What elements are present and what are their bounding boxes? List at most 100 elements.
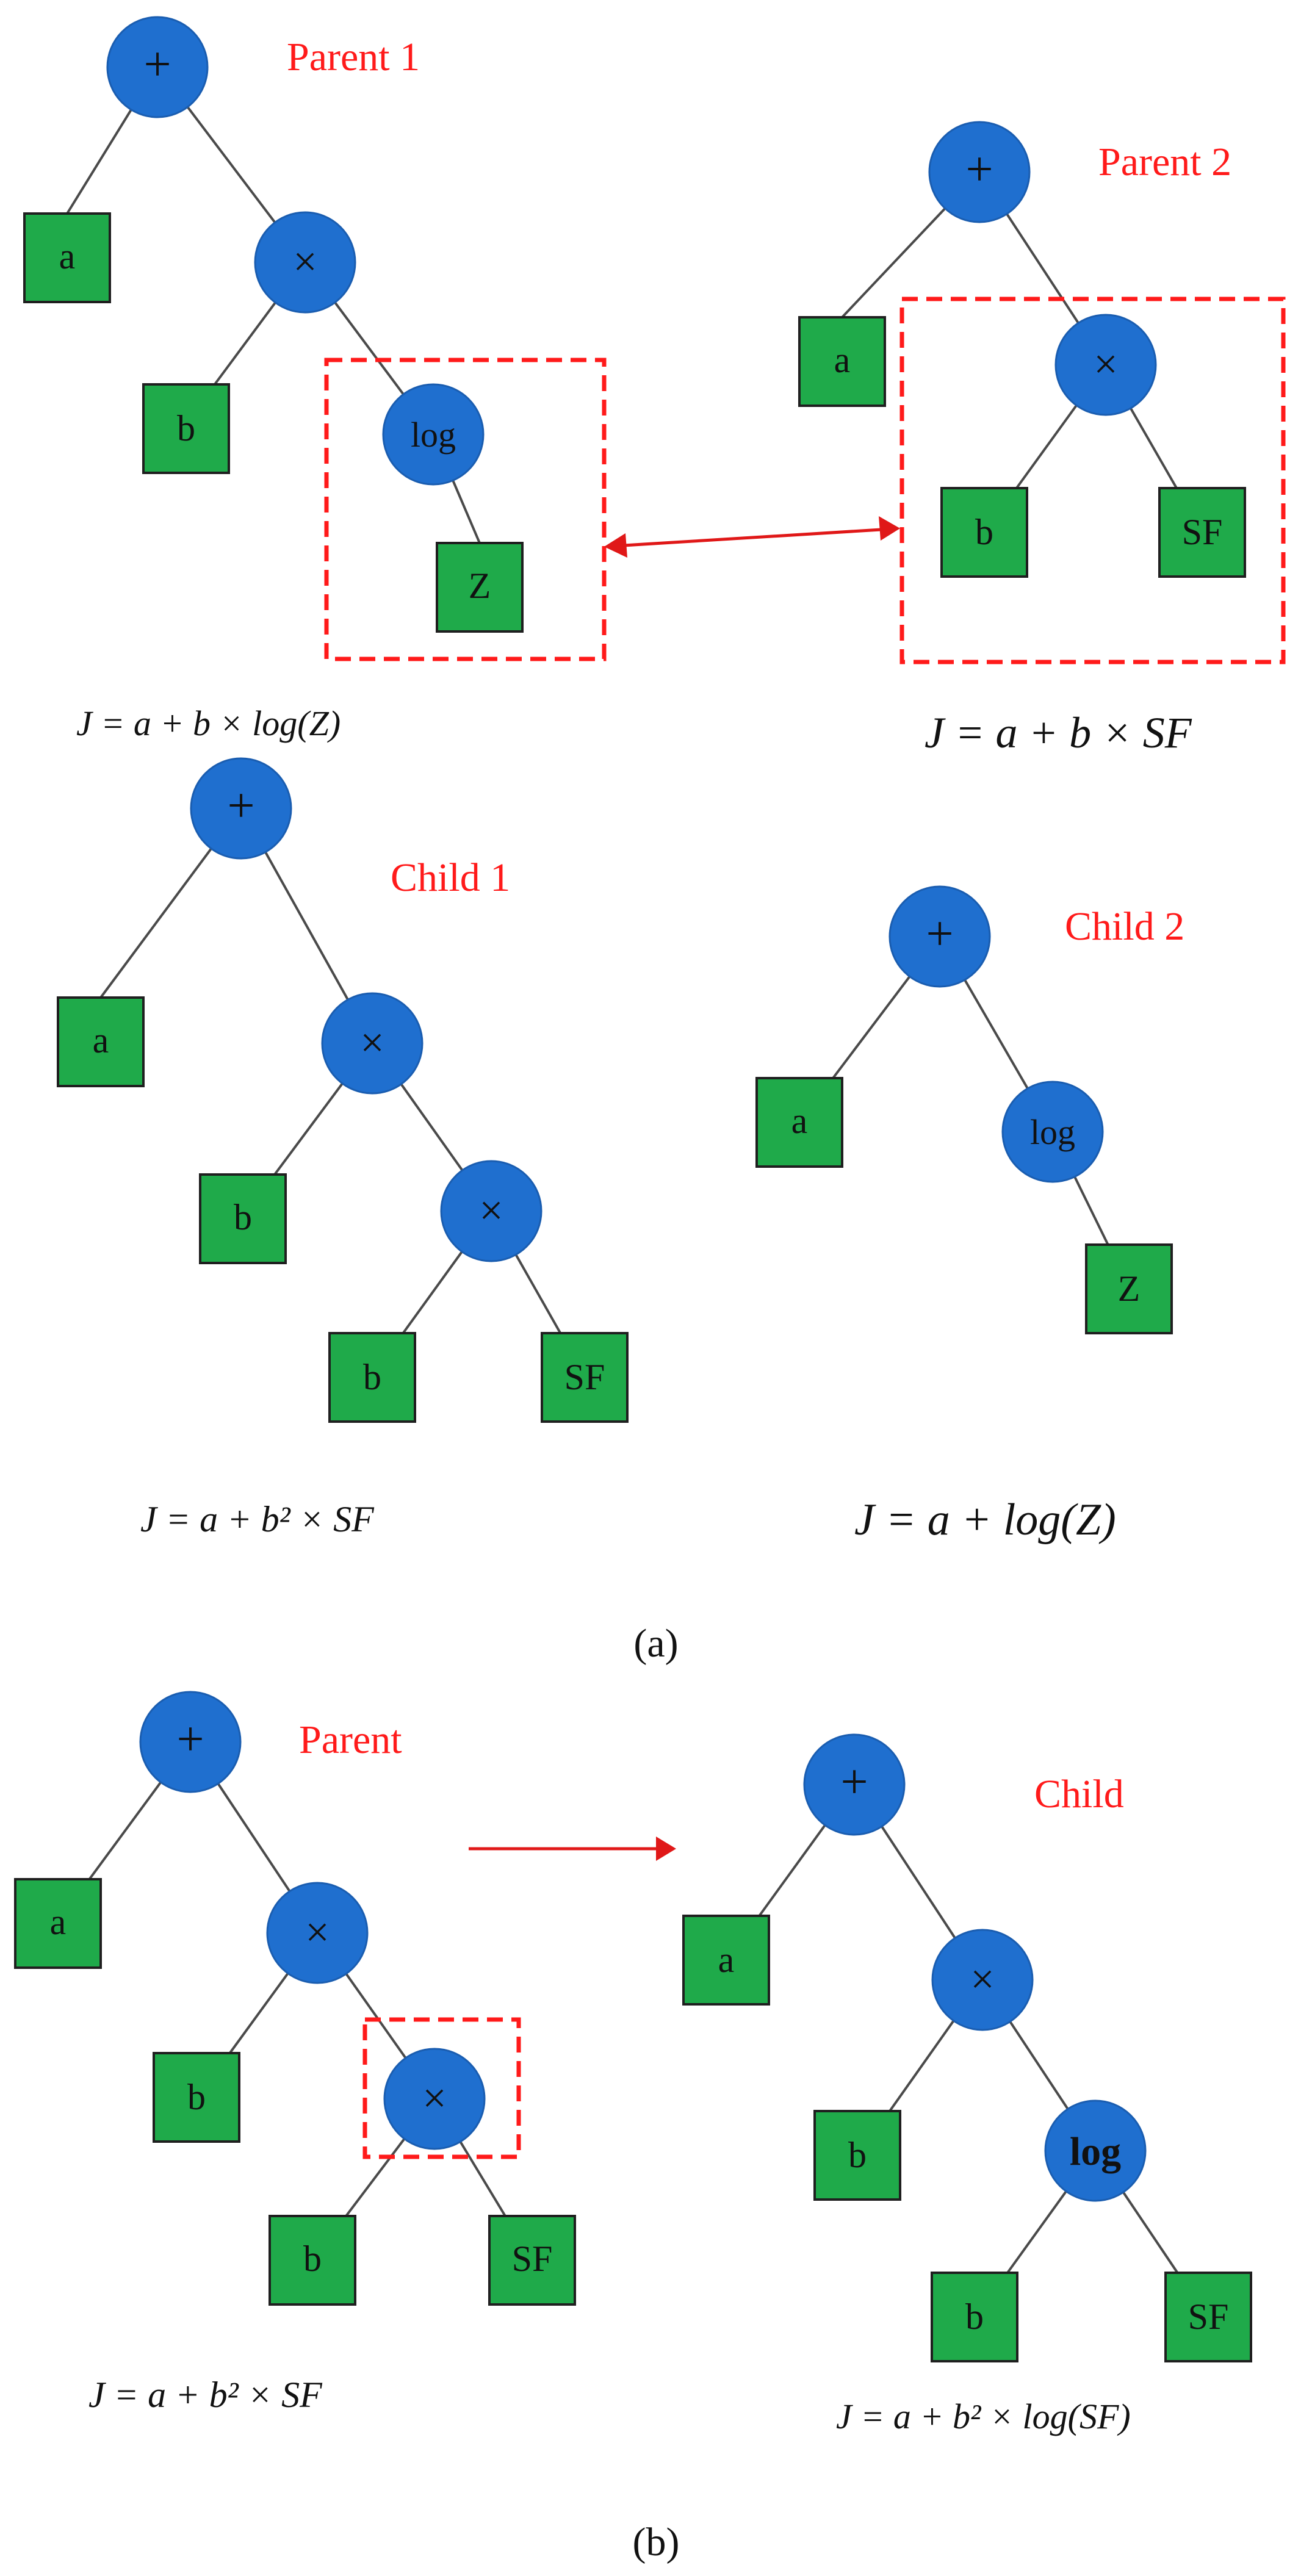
node-label: + — [176, 1713, 204, 1766]
terminal-node-b — [931, 2272, 1018, 2362]
terminal-node-b — [328, 1332, 416, 1423]
function-node-log — [1001, 1081, 1104, 1183]
terminal-node-b — [142, 383, 230, 474]
parent2-tree: + a × b SF — [798, 121, 1286, 664]
parent-equation: J = a + b² × SF — [88, 2375, 323, 2415]
terminal-node-a — [755, 1077, 843, 1168]
child-title: Child — [1034, 1772, 1124, 1816]
function-node-plus — [106, 16, 209, 118]
child2-title: Child 2 — [1065, 904, 1184, 949]
child1-equation: J = a + b² × SF — [140, 1499, 375, 1539]
child2-equation: J = a + log(Z) — [854, 1495, 1116, 1545]
node-label: Z — [1118, 1268, 1141, 1309]
function-node-times — [254, 211, 356, 314]
function-node-times — [266, 1882, 369, 1984]
terminal-node-a — [682, 1915, 770, 2006]
parent1-tree: + a × b log Z — [23, 16, 607, 661]
terminal-node-a — [14, 1878, 102, 1969]
node-label: a — [791, 1101, 808, 1141]
function-node-plus — [888, 885, 991, 988]
function-node-plus — [928, 121, 1031, 223]
node-label: a — [59, 236, 76, 276]
node-label: SF — [1182, 512, 1223, 552]
node-label: b — [848, 2135, 867, 2175]
function-node-plus — [139, 1691, 242, 1793]
panel-b: + a × b × b SF Parent J = a + b² × SF — [14, 1691, 1252, 2564]
terminal-node-a — [798, 316, 886, 407]
node-label: + — [965, 143, 993, 196]
node-label: + — [227, 779, 254, 833]
node-label: + — [143, 38, 171, 92]
function-node-times — [440, 1160, 542, 1262]
node-label: log — [1030, 1112, 1075, 1152]
node-label: Z — [469, 566, 491, 606]
panel-b-caption: (b) — [633, 2520, 680, 2564]
node-label: × — [360, 1020, 384, 1067]
node-label: × — [479, 1187, 503, 1234]
child-equation: J = a + b² × log(SF) — [836, 2397, 1131, 2436]
parent-tree: + a × b × b SF — [14, 1691, 576, 2306]
terminal-node-a — [23, 212, 111, 303]
terminal-node-sf — [1158, 487, 1246, 578]
node-label: b — [187, 2077, 206, 2117]
terminal-node-z — [1085, 1243, 1173, 1334]
node-label: + — [840, 1755, 868, 1809]
node-label: a — [718, 1940, 735, 1980]
parent2-equation: J = a + b × SF — [925, 708, 1192, 757]
node-label: × — [970, 1956, 994, 2003]
node-label: × — [293, 239, 317, 286]
terminal-node-b — [940, 487, 1028, 578]
node-label: SF — [564, 1357, 605, 1397]
node-label: b — [234, 1197, 252, 1237]
crossover-swap-arrow — [604, 516, 900, 558]
node-label: log — [411, 415, 456, 455]
parent1-title: Parent 1 — [287, 35, 420, 79]
node-label: a — [50, 1902, 67, 1942]
node-label: × — [1094, 341, 1117, 388]
parent2-title: Parent 2 — [1098, 140, 1231, 184]
node-label: × — [305, 1909, 329, 1956]
crossover-subtree-highlight — [324, 358, 607, 661]
function-node-times — [383, 2048, 486, 2150]
node-label: SF — [1188, 2297, 1229, 2337]
node-label: b — [965, 2297, 984, 2337]
mutation-arrow — [469, 1837, 676, 1861]
function-node-plus — [803, 1733, 906, 1836]
parent1-equation: J = a + b × log(Z) — [76, 703, 341, 743]
child-tree: + a × b log b SF — [682, 1733, 1252, 2362]
node-label: log — [1070, 2129, 1121, 2174]
parent-title: Parent — [299, 1718, 402, 1762]
terminal-node-b — [153, 2052, 240, 2143]
terminal-node-sf — [541, 1332, 629, 1423]
terminal-node-b — [199, 1173, 287, 1264]
panel-a: + a × b log Z Parent 1 J = a + b × log(Z… — [23, 16, 1286, 1666]
child1-title: Child 1 — [391, 855, 510, 900]
terminal-node-sf — [488, 2215, 576, 2306]
function-node-times — [931, 1929, 1034, 2031]
crossover-subtree-highlight — [899, 297, 1286, 664]
panel-a-caption: (a) — [633, 1621, 678, 1666]
terminal-node-a — [57, 996, 145, 1087]
node-label: b — [363, 1357, 381, 1397]
child1-tree: + a × b × b SF — [57, 757, 629, 1423]
function-node-times — [321, 992, 424, 1095]
node-label: b — [303, 2239, 322, 2279]
mutation-node-highlight — [362, 2017, 521, 2159]
function-node-log — [1044, 2099, 1147, 2202]
function-node-plus — [190, 757, 292, 860]
terminal-node-b — [269, 2215, 356, 2306]
node-label: a — [93, 1020, 109, 1060]
node-label: SF — [512, 2239, 553, 2279]
node-label: + — [926, 907, 953, 961]
node-label: b — [975, 512, 993, 552]
terminal-node-b — [813, 2110, 901, 2201]
child2-tree: + a log Z — [755, 885, 1173, 1334]
function-node-times — [1054, 314, 1157, 416]
node-label: × — [422, 2075, 446, 2122]
node-label: a — [834, 340, 851, 380]
terminal-node-sf — [1164, 2272, 1252, 2362]
terminal-node-z — [436, 542, 524, 633]
node-label: b — [177, 408, 195, 448]
function-node-log — [382, 383, 485, 486]
